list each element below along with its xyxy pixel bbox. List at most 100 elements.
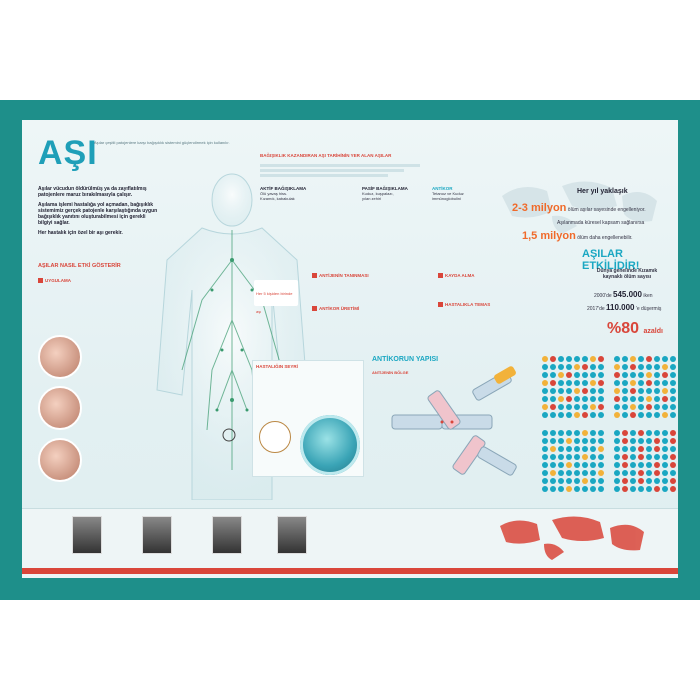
dot-grid-bottom-right (614, 430, 676, 492)
poster-title: AŞI (38, 134, 98, 172)
yearly-heading: Her yıl yaklaşık (577, 188, 628, 195)
grid-dot (590, 396, 596, 402)
grid-dot (566, 470, 572, 476)
grid-dot (542, 380, 548, 386)
antibody-structure-title: ANTİKORUN YAPISI (372, 356, 439, 363)
grid-dot (542, 470, 548, 476)
grid-dot (646, 478, 652, 484)
grid-dot (630, 388, 636, 394)
grid-dot (590, 412, 596, 418)
grid-dot (670, 388, 676, 394)
grid-dot (622, 412, 628, 418)
grid-dot (646, 388, 652, 394)
antibody-block: ANTİKOR Tetanoz ve Kuduz immünoglobulini (432, 186, 487, 201)
grid-dot (566, 388, 572, 394)
grid-dot (590, 486, 596, 492)
antibody-diagram (391, 366, 517, 476)
grid-dot (558, 412, 564, 418)
grid-dot (598, 372, 604, 378)
grid-dot (614, 462, 620, 468)
grid-dot (670, 430, 676, 436)
grid-dot (638, 396, 644, 402)
grid-dot (614, 356, 620, 362)
step-badge (312, 306, 317, 312)
grid-dot (622, 404, 628, 410)
grid-dot (542, 396, 548, 402)
grid-dot (670, 462, 676, 468)
grid-dot (614, 446, 620, 452)
grid-dot (622, 396, 628, 402)
grid-dot (550, 462, 556, 468)
grid-dot (622, 388, 628, 394)
grid-dot (582, 462, 588, 468)
grid-dot (662, 462, 668, 468)
grid-dot (598, 388, 604, 394)
grid-dot (574, 446, 580, 452)
dot-grid-top-left (542, 356, 604, 418)
grid-dot (558, 462, 564, 468)
grid-dot (566, 438, 572, 444)
grid-dot (582, 446, 588, 452)
grid-dot (670, 396, 676, 402)
grid-dot (582, 396, 588, 402)
grid-dot (558, 364, 564, 370)
grid-dot (646, 364, 652, 370)
grid-dot (566, 356, 572, 362)
grid-dot (614, 486, 620, 492)
active-immunization-item: Kızamık, kabakulak (260, 196, 295, 201)
decrease-percent-value: %80 (607, 320, 640, 337)
grid-dot (646, 380, 652, 386)
grid-dot (662, 486, 668, 492)
grid-dot (582, 412, 588, 418)
grid-dot (574, 470, 580, 476)
vaccines-effective-heading: AŞILAR ETKİLİDİR! (582, 248, 640, 272)
grid-dot (654, 364, 660, 370)
step-recording: KAYDA ALMA (438, 273, 508, 279)
grid-dot (630, 404, 636, 410)
million-stat-2: 1,5 milyon ölüm daha engellenebilir. (522, 230, 633, 242)
grid-dot (646, 462, 652, 468)
grid-dot (582, 364, 588, 370)
grid-dot (614, 372, 620, 378)
grid-dot (654, 356, 660, 362)
grid-dot (598, 430, 604, 436)
grid-dot (590, 478, 596, 484)
grid-dot (542, 388, 548, 394)
active-immunization-item: Ölü yavaş hiss. (260, 191, 288, 196)
grid-dot (622, 462, 628, 468)
grid-dot (558, 478, 564, 484)
grid-dot (630, 470, 636, 476)
grid-dot (566, 396, 572, 402)
grid-dot (662, 380, 668, 386)
scientist-portrait (277, 516, 307, 554)
grid-dot (566, 478, 572, 484)
year-2000-label: 2000'de (594, 293, 612, 299)
antibody-block-item: immünoglobulini (432, 196, 461, 201)
grid-dot (622, 372, 628, 378)
grid-dot (542, 404, 548, 410)
deaths-2017: 2017'de 110.000 'e düşermiş (587, 303, 661, 312)
grid-dot (638, 356, 644, 362)
million-tail-2: ölüm daha engellenebilir. (577, 235, 633, 241)
timeline-bar (22, 568, 678, 574)
million-tail-1: ölüm aşılar sayesinde engelleniyor. (567, 207, 646, 213)
step-title: ANTİJENİN TANINMASI (319, 273, 369, 278)
step-badge (438, 273, 443, 279)
grid-dot (558, 372, 564, 378)
grid-dot (598, 470, 604, 476)
grid-dot (566, 486, 572, 492)
grid-dot (630, 446, 636, 452)
grid-dot (662, 454, 668, 460)
grid-dot (638, 430, 644, 436)
grid-dot (550, 470, 556, 476)
grid-dot (598, 454, 604, 460)
step-application: UYGULAMA (38, 278, 98, 284)
grid-dot (622, 438, 628, 444)
grid-dot (670, 470, 676, 476)
grid-dot (646, 396, 652, 402)
grid-dot (542, 462, 548, 468)
grid-dot (558, 356, 564, 362)
million-value-1: 2-3 milyon (512, 202, 567, 214)
grid-dot (590, 388, 596, 394)
grid-dot (550, 356, 556, 362)
